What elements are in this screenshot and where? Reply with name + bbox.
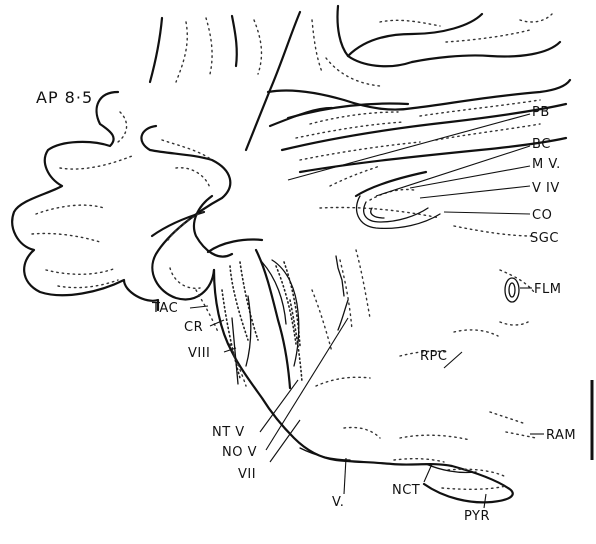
cerebellum-outline (12, 6, 570, 502)
nuclei (232, 196, 519, 473)
label-nct: NCT (392, 483, 420, 498)
label-viii: VIII (188, 346, 210, 361)
label-sgc: SGC (530, 231, 559, 246)
leader-v (344, 458, 346, 494)
leader-pyr (484, 494, 486, 508)
label-ram: RAM (546, 428, 576, 443)
label-rpc: RPC (420, 349, 447, 364)
label-nov: NO V (222, 445, 257, 460)
label-ntv: NT V (212, 425, 245, 440)
leader-nct (424, 464, 432, 482)
label-viv: V IV (532, 181, 560, 196)
leader-co (444, 212, 530, 214)
label-vii: VII (238, 467, 256, 482)
label-pyr: PYR (464, 509, 490, 524)
label-flm: FLM (534, 282, 561, 297)
leader-pb (288, 114, 530, 180)
leader-viv (420, 186, 530, 198)
leader-tac (190, 306, 208, 308)
label-cr: CR (184, 320, 203, 335)
section-title: AP 8·5 (36, 88, 93, 107)
label-bc: BC (532, 137, 551, 152)
label-layer: AP 8·5 PB BC M V. V IV CO SGC FLM TAC CR… (36, 88, 576, 524)
label-pb: PB (532, 105, 550, 120)
leader-nov (266, 318, 348, 450)
label-v: V. (332, 495, 344, 510)
leader-vii (270, 420, 300, 462)
leader-mv (410, 166, 530, 188)
label-tac: TAC (151, 301, 178, 316)
label-mv: M V. (532, 157, 561, 172)
leader-ntv (260, 380, 298, 432)
stipple-regions (32, 14, 552, 489)
label-co: CO (532, 208, 552, 223)
